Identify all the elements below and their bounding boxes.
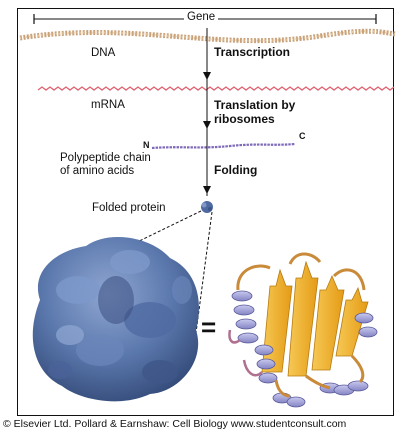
mrna-label: mRNA [91,99,125,111]
surface-model [32,236,199,402]
gene-label: Gene [184,11,219,23]
folded-protein-label: Folded protein [92,202,166,214]
c-terminus-label: C [299,131,306,141]
dna-strand [19,28,396,44]
step-folding: Folding [214,163,258,177]
n-terminus-label: N [143,140,150,150]
dna-label: DNA [91,47,116,59]
step-transcription: Transcription [214,45,291,59]
process-arrow [203,28,211,196]
polypeptide-label-line2: of amino acids [60,165,135,177]
polypeptide-chain [151,142,296,150]
folded-protein-small [201,201,213,213]
mrna-strand [37,86,395,91]
polypeptide-label-line1: Polypeptide chain [60,152,151,164]
ribbon-model [228,252,378,408]
step-translation-line2: ribosomes [214,112,275,126]
step-translation-line1: Translation by [214,98,296,112]
copyright-credit: © Elsevier Ltd. Pollard & Earnshaw: Cell… [3,418,347,430]
equals-sign: = [201,312,217,342]
